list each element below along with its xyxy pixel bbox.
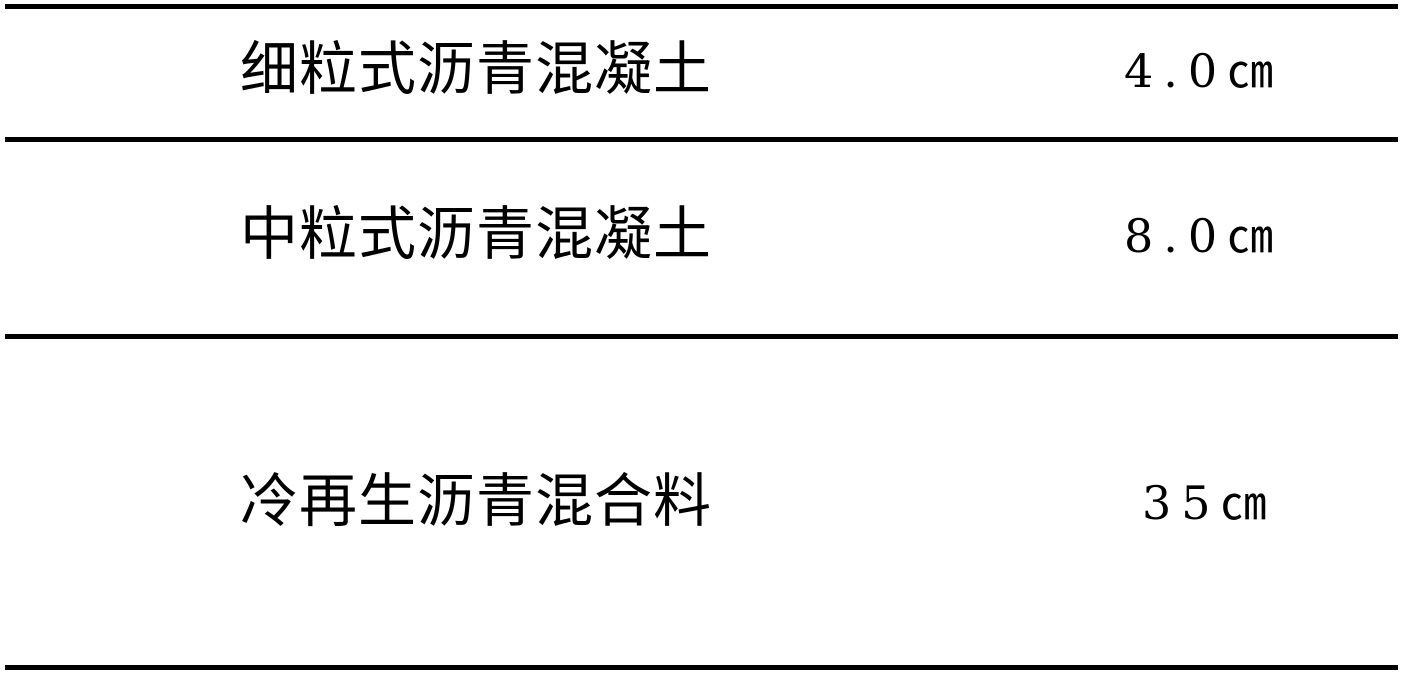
layer-thickness: 4.0㎝ <box>1124 44 1284 98</box>
layer-thickness: 35㎝ <box>1142 476 1277 530</box>
row-divider-rule <box>5 137 1398 142</box>
material-name: 冷再生沥青混合料 <box>240 467 713 535</box>
table-top-rule <box>5 4 1398 9</box>
table-bottom-rule <box>5 665 1398 670</box>
material-name: 中粒式沥青混凝土 <box>240 200 713 268</box>
layer-thickness: 8.0㎝ <box>1124 209 1284 263</box>
material-name: 细粒式沥青混凝土 <box>240 35 713 103</box>
row-divider-rule <box>5 334 1398 339</box>
